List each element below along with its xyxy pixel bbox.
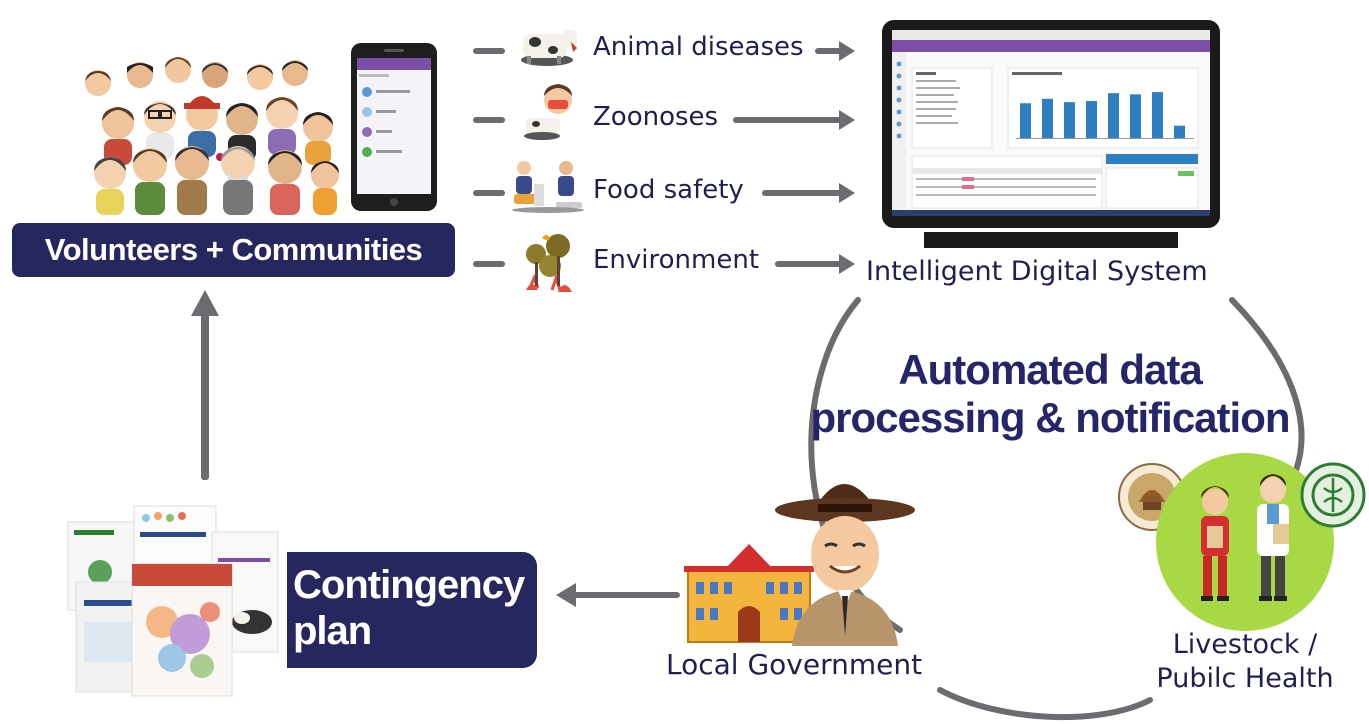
arrow-contingency-to-volunteers bbox=[191, 290, 219, 480]
dashboard-bar-chart bbox=[1016, 92, 1194, 139]
contingency-plan-box: Contingency plan bbox=[287, 552, 537, 668]
automation-title-line1: Automated data bbox=[898, 346, 1202, 393]
arrow-animal-to-system bbox=[815, 41, 855, 61]
local-government-label: Local Government bbox=[666, 648, 923, 681]
category-label-environment: Environment bbox=[593, 245, 760, 275]
volunteers-communities-box: Volunteers + Communities bbox=[12, 223, 455, 277]
dashboard-bar bbox=[1108, 93, 1119, 138]
town-hall-icon bbox=[684, 544, 814, 643]
dash-left-animal bbox=[473, 48, 505, 54]
arrow-government-to-contingency bbox=[556, 583, 680, 607]
livestock-label-line2: Pubilc Health bbox=[1156, 663, 1334, 694]
people-icon bbox=[85, 57, 339, 215]
livestock-label-line1: Livestock / bbox=[1172, 629, 1318, 660]
contingency-label-line1: Contingency bbox=[293, 563, 525, 607]
health-workers-icon bbox=[1156, 453, 1334, 631]
livestock-public-health-label: Livestock / Pubilc Health bbox=[1145, 628, 1345, 696]
dashboard-bar bbox=[1152, 92, 1163, 138]
cow-icon bbox=[521, 30, 577, 66]
dashboard-axis bbox=[1016, 138, 1194, 139]
smartphone-app-icon bbox=[351, 43, 437, 211]
dash-left-zoonoses bbox=[473, 117, 505, 123]
dashboard-bar bbox=[1042, 98, 1053, 138]
category-label-zoonoses: Zoonoses bbox=[593, 102, 719, 132]
contingency-label-line2: plan bbox=[293, 609, 372, 653]
arrow-zoonoses-to-system bbox=[733, 110, 855, 130]
arrow-environment-to-system bbox=[775, 254, 855, 274]
masked-person-icon bbox=[524, 84, 572, 140]
volunteers-communities-label: Volunteers + Communities bbox=[44, 232, 423, 267]
arrow-food-to-system bbox=[762, 183, 855, 203]
dashboard-bar bbox=[1064, 102, 1075, 138]
dashboard-monitor bbox=[882, 20, 1220, 248]
dashboard-bar bbox=[1130, 94, 1141, 138]
burning-trees-icon bbox=[526, 234, 572, 292]
crowd-illustration bbox=[85, 57, 339, 215]
automation-title-line2: processing & notification bbox=[810, 394, 1290, 441]
intelligent-digital-system-label: Intelligent Digital System bbox=[866, 256, 1208, 287]
category-label-animal-diseases: Animal diseases bbox=[593, 32, 804, 62]
dash-left-environment bbox=[473, 261, 505, 267]
plan-documents-icon bbox=[67, 505, 279, 697]
automation-title: Automated data processing & notification bbox=[810, 346, 1290, 442]
dashboard-bar bbox=[1086, 101, 1097, 138]
category-label-food-safety: Food safety bbox=[593, 175, 744, 205]
ministry-seal-icon bbox=[1300, 462, 1366, 528]
dash-left-food bbox=[473, 190, 505, 196]
food-inspection-icon bbox=[512, 161, 584, 213]
dashboard-bar bbox=[1174, 125, 1185, 138]
official-ranger-icon bbox=[775, 484, 915, 646]
dashboard-bar bbox=[1020, 103, 1031, 138]
